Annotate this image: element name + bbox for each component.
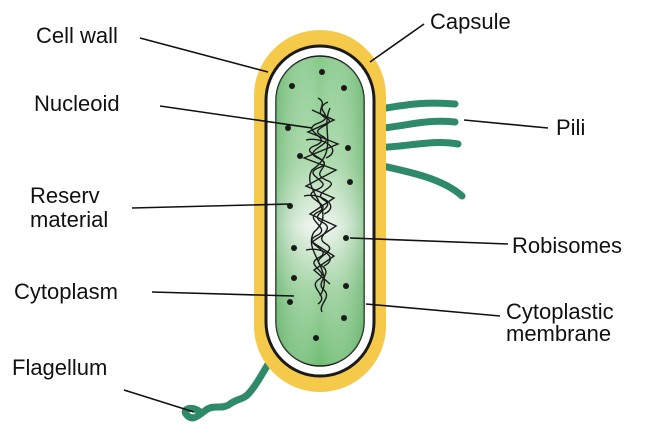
label-nucleoid: Nucleoid — [34, 92, 120, 116]
leader-flagellum — [124, 390, 194, 412]
leader-pili — [464, 120, 548, 128]
leader-cell-wall — [140, 38, 268, 72]
label-cytoplasm: Cytoplasm — [14, 280, 118, 304]
label-reserv-line2: material — [30, 208, 108, 232]
label-reserv-line1: Reserv — [30, 184, 100, 208]
label-cytoplastic-line2: membrane — [506, 322, 611, 346]
leader-cytoplastic — [366, 304, 500, 316]
leader-capsule — [370, 24, 424, 62]
label-flagellum: Flagellum — [12, 356, 107, 380]
label-capsule: Capsule — [430, 10, 511, 34]
label-pili: Pili — [556, 116, 585, 140]
label-cell-wall: Cell wall — [36, 24, 118, 48]
label-robisomes: Robisomes — [512, 234, 622, 258]
